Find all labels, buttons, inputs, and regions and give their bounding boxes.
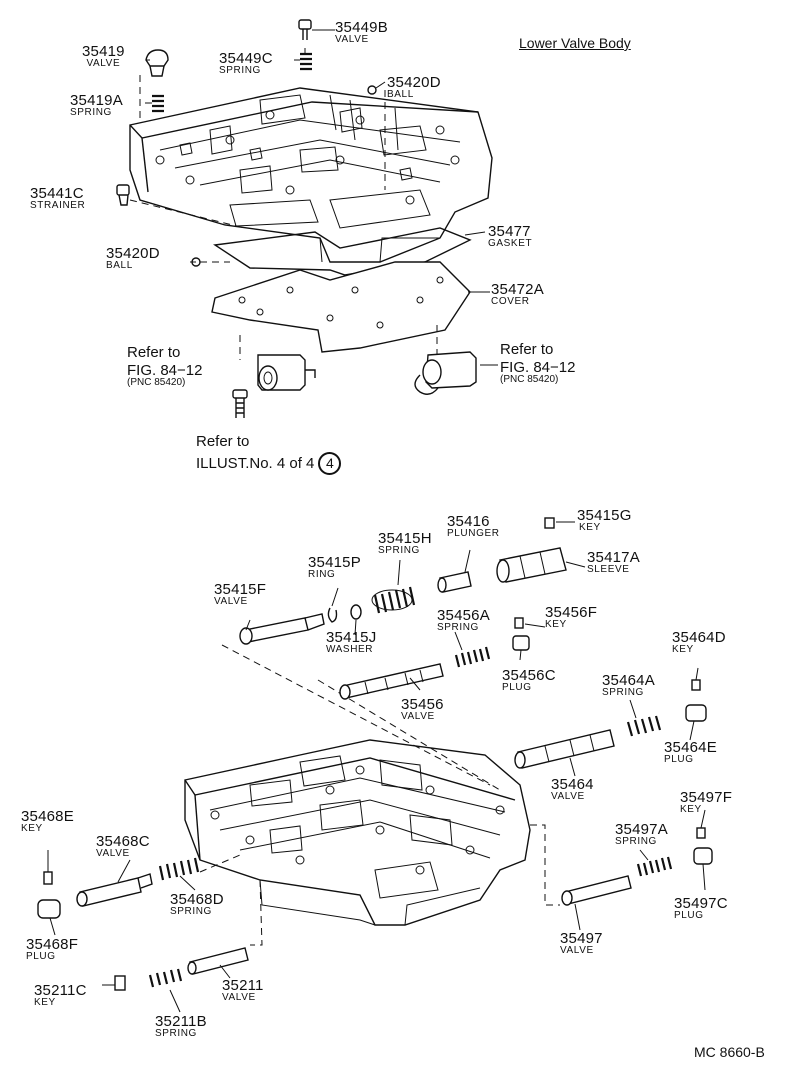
key-icon [691,679,701,691]
part-label-35477: 35477 GASKET [488,223,533,249]
reference-right: Refer to FIG. 84−12 (PNC 85420) [500,341,576,385]
part-35419A-icon [152,94,164,113]
bolt-icon [232,389,248,418]
part-35449B-icon [298,19,312,40]
valve-35464-icon [514,729,615,769]
sleeve-icon [496,547,567,583]
part-label-35456: 35456 VALVE [401,696,444,722]
part-label-35420D-top: 35420D BALL [387,74,441,100]
plunger-icon [437,571,472,593]
reference-left: Refer to FIG. 84−12 (PNC 85420) [127,344,203,388]
part-label-35415J: 35415J WASHER [326,629,377,655]
upper-valve-body [129,87,493,263]
spring-35497A-icon [636,856,673,877]
part-label-35415F: 35415F VALVE [214,581,267,607]
part-label-35472A: 35472A COVER [491,281,544,307]
part-label-35456A: 35456A SPRING [437,607,490,633]
part-label-35419A: 35419A SPRING [70,92,123,118]
part-label-35468D: 35468D SPRING [170,891,224,917]
spring-35464A-icon [626,715,662,737]
cover-plate [211,261,471,353]
part-label-35464: 35464 VALVE [551,776,594,802]
spring-35468D-icon [158,857,200,881]
part-label-35415G: 35415G KEY [577,507,632,533]
ball-icon [367,85,377,95]
part-label-35419: 35419 VALVE [82,43,125,69]
part-label-35468E: 35468E KEY [21,808,74,834]
valve-35456-icon [339,663,444,700]
part-label-35420D-mid: 35420D BALL [106,245,160,271]
part-35419-icon [145,49,169,77]
part-label-35497: 35497 VALVE [560,930,603,956]
ring-icon [327,607,338,623]
part-label-35464E: 35464E PLUG [664,739,717,765]
part-label-35441C: 35441C STRAINER [30,185,86,211]
part-label-35449C: 35449C SPRING [219,50,273,76]
part-label-35416: 35416 PLUNGER [447,513,500,539]
washer-icon [350,604,362,620]
part-label-35456C: 35456C PLUG [502,667,556,693]
part-label-35415P: 35415P RING [308,554,361,580]
part-label-35211C: 35211C KEY [34,982,87,1008]
plug-35456C-icon [512,635,530,651]
plug-35464E-icon [685,704,707,722]
key-icon [43,871,53,885]
part-label-35468F: 35468F PLUG [26,936,79,962]
spring-35211B-icon [148,968,183,988]
plug-35468F-icon [37,899,61,919]
gasket-outline [213,227,472,276]
key-icon [114,975,126,991]
part-label-35449B: 35449B VALVE [335,19,388,45]
valve-35468C-icon [76,873,153,907]
part-label-35464A: 35464A SPRING [602,672,655,698]
spring-35456A-icon [454,646,491,668]
diagram-title: Lower Valve Body [519,35,631,51]
valve-35497-icon [561,875,632,906]
part-label-35211B: 35211B SPRING [155,1013,207,1039]
plug-35497C-icon [693,847,713,865]
key-icon [696,827,706,839]
lower-valve-body [184,739,531,926]
diagram-code: MC 8660-B [694,1044,765,1060]
part-label-35497A: 35497A SPRING [615,821,668,847]
part-35449C-icon [300,52,312,71]
solenoid-left-icon [257,354,316,391]
valve-35211-icon [187,947,249,975]
part-label-35417A: 35417A SLEEVE [587,549,640,575]
circled-number: 4 [318,452,342,475]
part-label-35415H: 35415H SPRING [378,530,432,556]
valve-35415F-icon [239,613,325,645]
part-label-35456F: 35456F KEY [545,604,598,630]
key-icon [544,517,555,529]
key-icon [514,617,524,629]
spring-35415H-icon [371,586,416,614]
part-label-35497C: 35497C PLUG [674,895,728,921]
solenoid-right-icon [414,351,477,395]
part-label-35468C: 35468C VALVE [96,833,150,859]
part-label-35211: 35211 VALVE [222,977,264,1003]
part-label-35464D: 35464D KEY [672,629,726,655]
part-label-35497F: 35497F KEY [680,789,733,815]
